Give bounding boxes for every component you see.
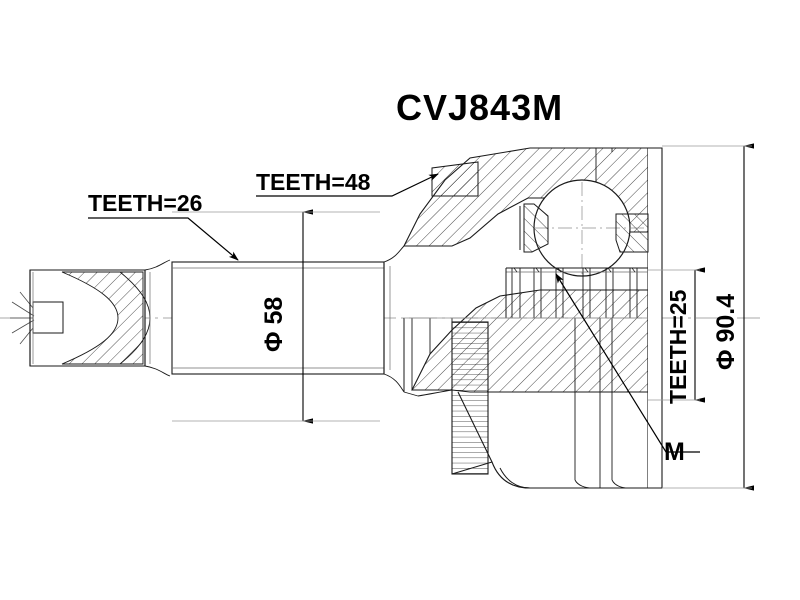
dimension-lines: [172, 143, 754, 491]
dim-25: [648, 267, 705, 403]
teeth-26-label: TEETH=26: [88, 190, 202, 216]
teeth-48-label: TEETH=48: [256, 169, 371, 195]
dim-90-4: [662, 143, 754, 491]
dim-58: [172, 209, 380, 424]
ball-bearing-assembly: [519, 179, 649, 277]
abs-tone-ring: [403, 321, 493, 475]
left-spline-stub: [10, 259, 171, 377]
diameter-58-label: Φ 58: [260, 297, 288, 352]
page-title: CVJ843M: [396, 87, 563, 128]
callout-leaders: [88, 173, 700, 453]
m-marker-label: M: [664, 438, 685, 466]
diameter-90-label: Φ 90.4: [712, 294, 740, 370]
teeth-25-label: TEETH=25: [665, 289, 691, 404]
tone-ring-shoulder: [403, 317, 648, 392]
shaft-barrel: [171, 245, 405, 393]
drawing-labels: CVJ843M TEETH=26 TEETH=48 TEETH=25 Φ 58 …: [88, 87, 740, 466]
